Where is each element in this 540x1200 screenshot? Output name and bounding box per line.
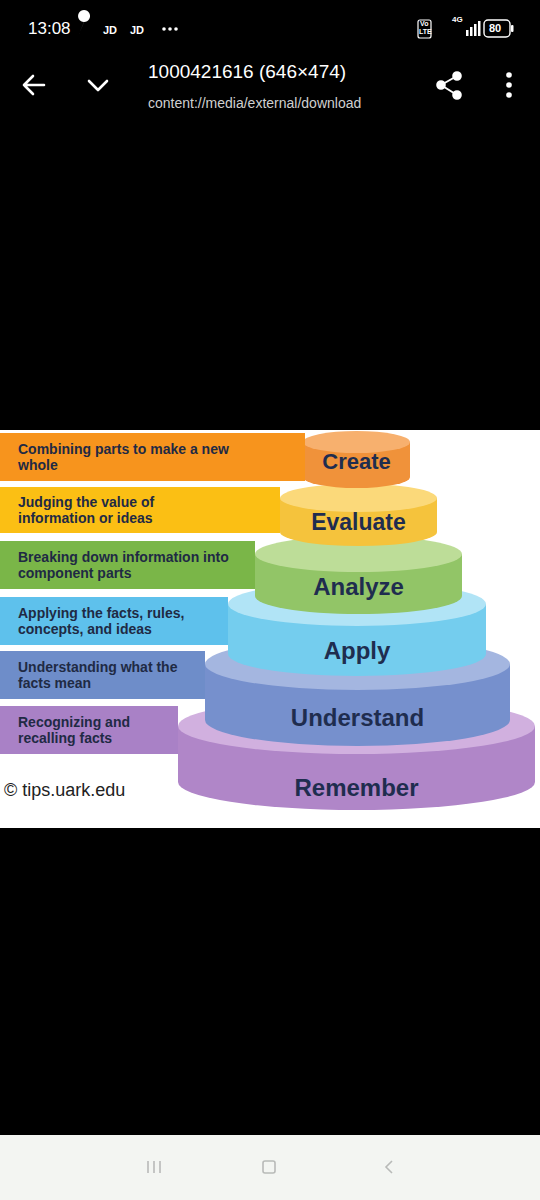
description-band: Judging the value of information or idea… — [0, 487, 280, 533]
tier-label: Create — [303, 449, 410, 475]
tier-top — [255, 536, 462, 572]
tier-label: Remember — [178, 774, 535, 802]
band-text: Recognizing and recalling facts — [0, 714, 158, 746]
band-text: Breaking down information into component… — [0, 549, 233, 581]
status-text: JD — [130, 24, 144, 36]
level-tier: Evaluate — [280, 484, 437, 546]
band-text: Combining parts to make a new whole — [0, 441, 233, 473]
status-text: 13:08 — [28, 19, 71, 39]
description-band: Combining parts to make a new whole — [0, 433, 305, 481]
tier-label: Analyze — [255, 573, 462, 601]
level-tier: Create — [303, 431, 410, 488]
image-panel — [0, 430, 540, 828]
band-text: Understanding what the facts mean — [0, 659, 183, 691]
nav-bar — [0, 1135, 540, 1200]
status-text: 80 — [489, 22, 501, 34]
band-text: Applying the facts, rules, concepts, and… — [0, 605, 223, 637]
tier-label: Understand — [205, 704, 510, 732]
credit-text: © tips.uark.edu — [4, 780, 125, 801]
header-text: content://media/external/download — [148, 95, 361, 111]
tier-label: Evaluate — [280, 509, 437, 536]
menu-dots — [506, 72, 512, 98]
level-tier: Analyze — [255, 536, 462, 614]
status-text: LTE — [419, 28, 432, 35]
tier-top — [228, 582, 486, 626]
tier-top — [280, 484, 437, 512]
tier-top — [178, 698, 535, 754]
description-band: Applying the facts, rules, concepts, and… — [0, 597, 228, 645]
description-band: Understanding what the facts mean — [0, 651, 205, 699]
tier-top — [205, 638, 510, 690]
band-text: Judging the value of information or idea… — [0, 494, 193, 526]
status-icons — [78, 10, 513, 38]
description-band: Breaking down information into component… — [0, 541, 255, 589]
status-text: JD — [103, 24, 117, 36]
status-text: 4G — [452, 15, 463, 24]
tier-label: Apply — [228, 637, 486, 665]
description-band: Recognizing and recalling facts — [0, 706, 178, 754]
header-text: 1000421616 (646×474) — [148, 61, 346, 83]
nav-icons — [148, 1161, 392, 1173]
status-text: Vo — [420, 20, 428, 27]
